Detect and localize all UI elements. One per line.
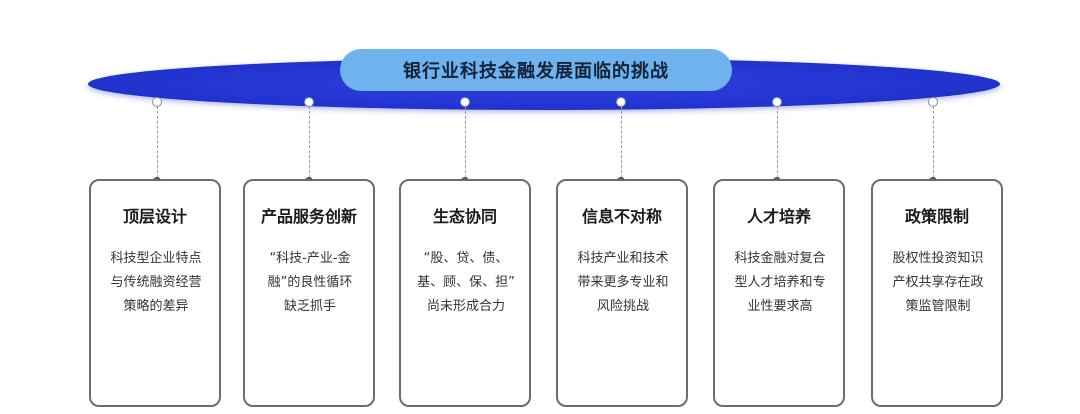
card-product-service-innovation: 产品服务创新 “科技-产业-金 融”的良性循环 缺乏抓手 bbox=[243, 179, 375, 407]
connector-line bbox=[465, 106, 466, 178]
connector-line bbox=[621, 106, 622, 178]
card-information-asymmetry: 信息不对称 科技产业和技术 带来更多专业和 风险挑战 bbox=[556, 179, 688, 407]
card-body: 科技产业和技术 带来更多专业和 风险挑战 bbox=[577, 251, 669, 314]
card-title: 政策限制 bbox=[904, 207, 969, 226]
card-title: 生态协同 bbox=[432, 207, 497, 226]
card-talent-cultivation: 人才培养 科技金融对复合 型人才培养和专 业性要求高 bbox=[713, 179, 845, 407]
connector-line bbox=[777, 106, 778, 178]
card-title: 顶层设计 bbox=[122, 207, 187, 226]
card-body: 科技金融对复合 型人才培养和专 业性要求高 bbox=[734, 251, 826, 314]
card-top-level-design: 顶层设计 科技型企业特点 与传统融资经营 策略的差异 bbox=[89, 179, 221, 407]
card-title: 人才培养 bbox=[746, 207, 811, 226]
card-policy-restrictions: 政策限制 股权性投资知识 产权共享存在政 策监管限制 bbox=[871, 179, 1003, 407]
card-body: “科技-产业-金 融”的良性循环 缺乏抓手 bbox=[267, 251, 353, 314]
card-title: 产品服务创新 bbox=[260, 207, 357, 226]
diagram-title: 银行业科技金融发展面临的挑战 bbox=[340, 49, 732, 91]
connector-line bbox=[157, 106, 158, 178]
connector-line bbox=[933, 106, 934, 178]
card-body: 科技型企业特点 与传统融资经营 策略的差异 bbox=[110, 251, 202, 314]
card-body: “股、贷、债、 基、顾、保、担” 尚未形成合力 bbox=[417, 251, 515, 314]
card-title: 信息不对称 bbox=[581, 207, 662, 226]
connector-line bbox=[309, 106, 310, 178]
card-body: 股权性投资知识 产权共享存在政 策监管限制 bbox=[892, 251, 984, 314]
card-ecosystem-synergy: 生态协同 “股、贷、债、 基、顾、保、担” 尚未形成合力 bbox=[399, 179, 531, 407]
